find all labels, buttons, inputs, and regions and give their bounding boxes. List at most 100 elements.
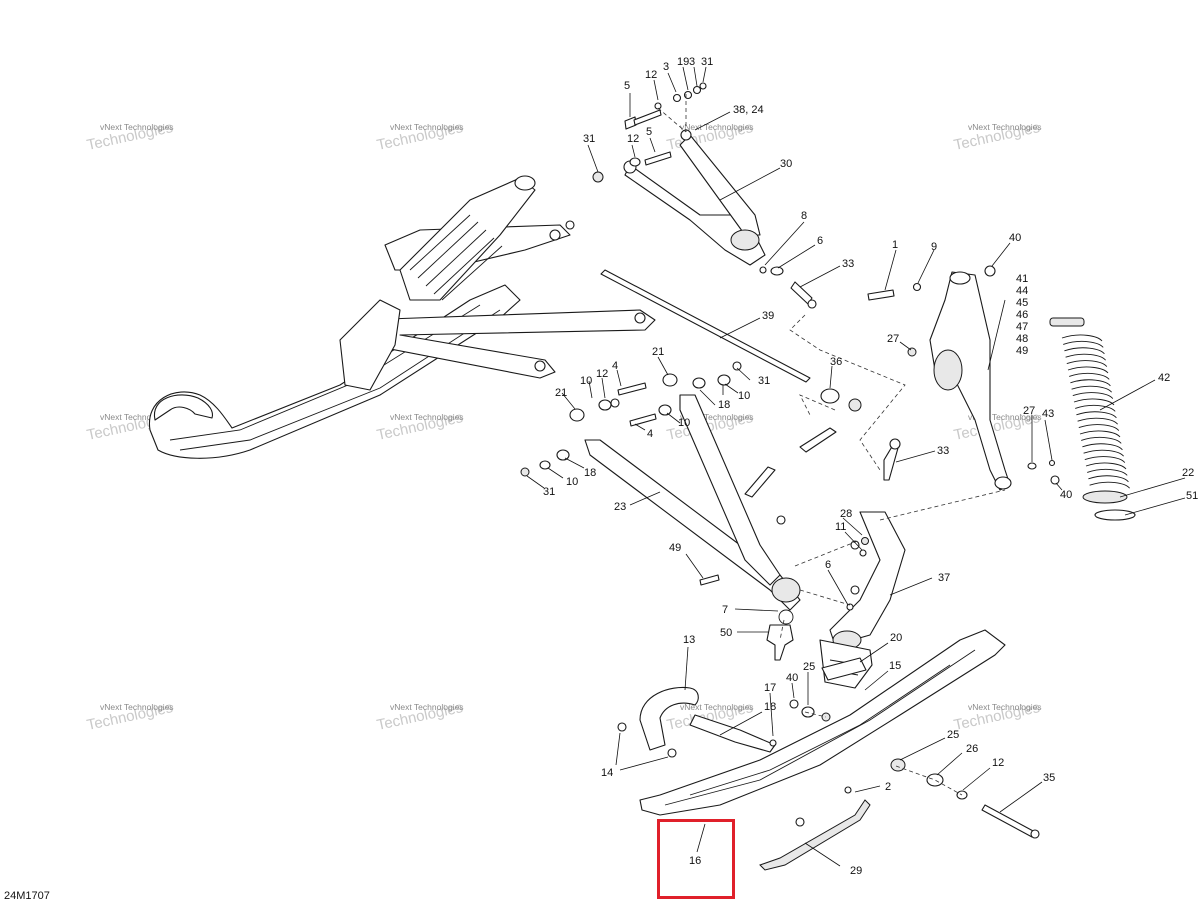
watermark-text: vNext Technologies <box>968 702 1042 712</box>
assembled-suspension <box>148 175 656 459</box>
callout-3: 3 <box>663 61 669 73</box>
spring-coil <box>1089 481 1130 489</box>
tie-rod <box>600 269 811 383</box>
callout-40: 41 <box>1016 273 1028 285</box>
callout-4: 4 <box>647 428 653 440</box>
callout-31: 31 <box>758 375 770 387</box>
callout-39: 40 <box>1060 489 1072 501</box>
assembled-shock <box>399 177 536 301</box>
callout-6: 6 <box>817 235 823 247</box>
spring-coil <box>1064 347 1105 355</box>
spring-coil <box>1061 334 1103 342</box>
spring-coil <box>1073 398 1115 406</box>
watermark-text: vNext Technologies <box>390 122 464 132</box>
watermark-text: vNext Technologies <box>680 122 754 132</box>
callout-18: 18 <box>584 467 596 479</box>
highlight-box[interactable] <box>657 819 735 899</box>
ski-runner <box>759 799 871 871</box>
callout-28: 29 <box>850 865 862 877</box>
callout-39: 40 <box>1009 232 1021 244</box>
callout-3: 3 <box>689 56 695 68</box>
callout-50: 50 <box>720 627 732 639</box>
callout-33: 33 <box>842 258 854 270</box>
tie-rod-and-lower-arm <box>584 269 811 611</box>
spring-coil <box>1063 340 1104 348</box>
spring-coil <box>1077 417 1118 425</box>
callout-41: 42 <box>1158 372 1170 384</box>
callout-16[interactable]: 16 <box>689 855 701 867</box>
callout-31: 31 <box>701 56 713 68</box>
callout-45: 46 <box>1016 309 1028 321</box>
callout-4: 4 <box>612 360 618 372</box>
callout-5: 5 <box>646 126 652 138</box>
callout-25: 25 <box>803 661 815 673</box>
callout-29: 28 <box>840 508 852 520</box>
callout-20: 20 <box>890 632 902 644</box>
watermark-text: vNext Technologies <box>100 702 174 712</box>
callout-10: 10 <box>678 417 690 429</box>
assembled-ski <box>148 284 521 459</box>
callout-10: 10 <box>738 390 750 402</box>
callout-35: 36 <box>830 356 842 368</box>
callout-21: 21 <box>555 387 567 399</box>
assembled-lower-arm <box>359 309 656 379</box>
watermark-text: vNext Technologies <box>968 412 1042 422</box>
callout-39: 40 <box>786 672 798 684</box>
front-spring <box>1049 317 1136 521</box>
callout-12: 12 <box>645 69 657 81</box>
callout-17: 17 <box>764 682 776 694</box>
callout-44: 45 <box>1016 297 1028 309</box>
watermark-text: vNext Technologies <box>390 702 464 712</box>
watermark-text: vNext Technologies <box>390 412 464 422</box>
watermark-text: vNext Technologies <box>100 122 174 132</box>
hardware <box>520 82 1060 758</box>
spring-coil <box>1070 379 1111 387</box>
callout-31: 31 <box>543 486 555 498</box>
callout-7: 7 <box>722 604 728 616</box>
callout-15: 15 <box>889 660 901 672</box>
watermark-text: vNext Technologies <box>680 412 754 422</box>
spring-coil <box>1081 436 1122 444</box>
callout-1: 1 <box>892 239 898 251</box>
callout-10: 10 <box>580 375 592 387</box>
callout-6: 6 <box>825 559 831 571</box>
callout-12: 12 <box>596 368 608 380</box>
callout-37: 39 <box>762 310 774 322</box>
callout-22: 22 <box>1182 467 1194 479</box>
watermark-text: vNext Technologies <box>968 122 1042 132</box>
front-shock <box>929 271 1012 491</box>
callout-27: 26 <box>966 743 978 755</box>
callout-47: 48 <box>1016 333 1028 345</box>
callout-25: 25 <box>947 729 959 741</box>
callout-51: 51 <box>1186 490 1198 502</box>
callout-18: 18 <box>764 701 776 713</box>
callout-48: 49 <box>1016 345 1028 357</box>
spring-coil <box>1066 360 1108 367</box>
spring-coil <box>1082 443 1123 451</box>
spring-coil <box>1083 449 1124 457</box>
spring-coil <box>1076 411 1117 419</box>
spring-coil <box>1078 424 1120 431</box>
callout-19: 19 <box>677 56 689 68</box>
spring-coil <box>1069 372 1110 380</box>
assembly-lines <box>657 94 1006 796</box>
spring-coil <box>1085 462 1127 470</box>
exploded-ski <box>639 629 1040 871</box>
ski-loop <box>639 686 699 751</box>
spring-coil <box>1067 366 1109 374</box>
callout-43: 44 <box>1016 285 1028 297</box>
callout-11: 11 <box>835 521 846 533</box>
diagram-code: 24M1707 <box>4 890 50 902</box>
callout-23: 23 <box>614 501 626 513</box>
callout-18: 18 <box>718 399 730 411</box>
callout-33: 33 <box>937 445 949 457</box>
spring-coil <box>1065 353 1106 361</box>
spring-coil <box>1084 456 1126 463</box>
callout-26: 27 <box>1023 405 1035 417</box>
callout-leaders <box>526 66 1186 867</box>
spring-coil <box>1071 385 1112 393</box>
upper-a-arm <box>623 129 766 266</box>
callout-42: 43 <box>1042 408 1054 420</box>
callout-31: 31 <box>583 133 595 145</box>
callout-21: 21 <box>652 346 664 358</box>
